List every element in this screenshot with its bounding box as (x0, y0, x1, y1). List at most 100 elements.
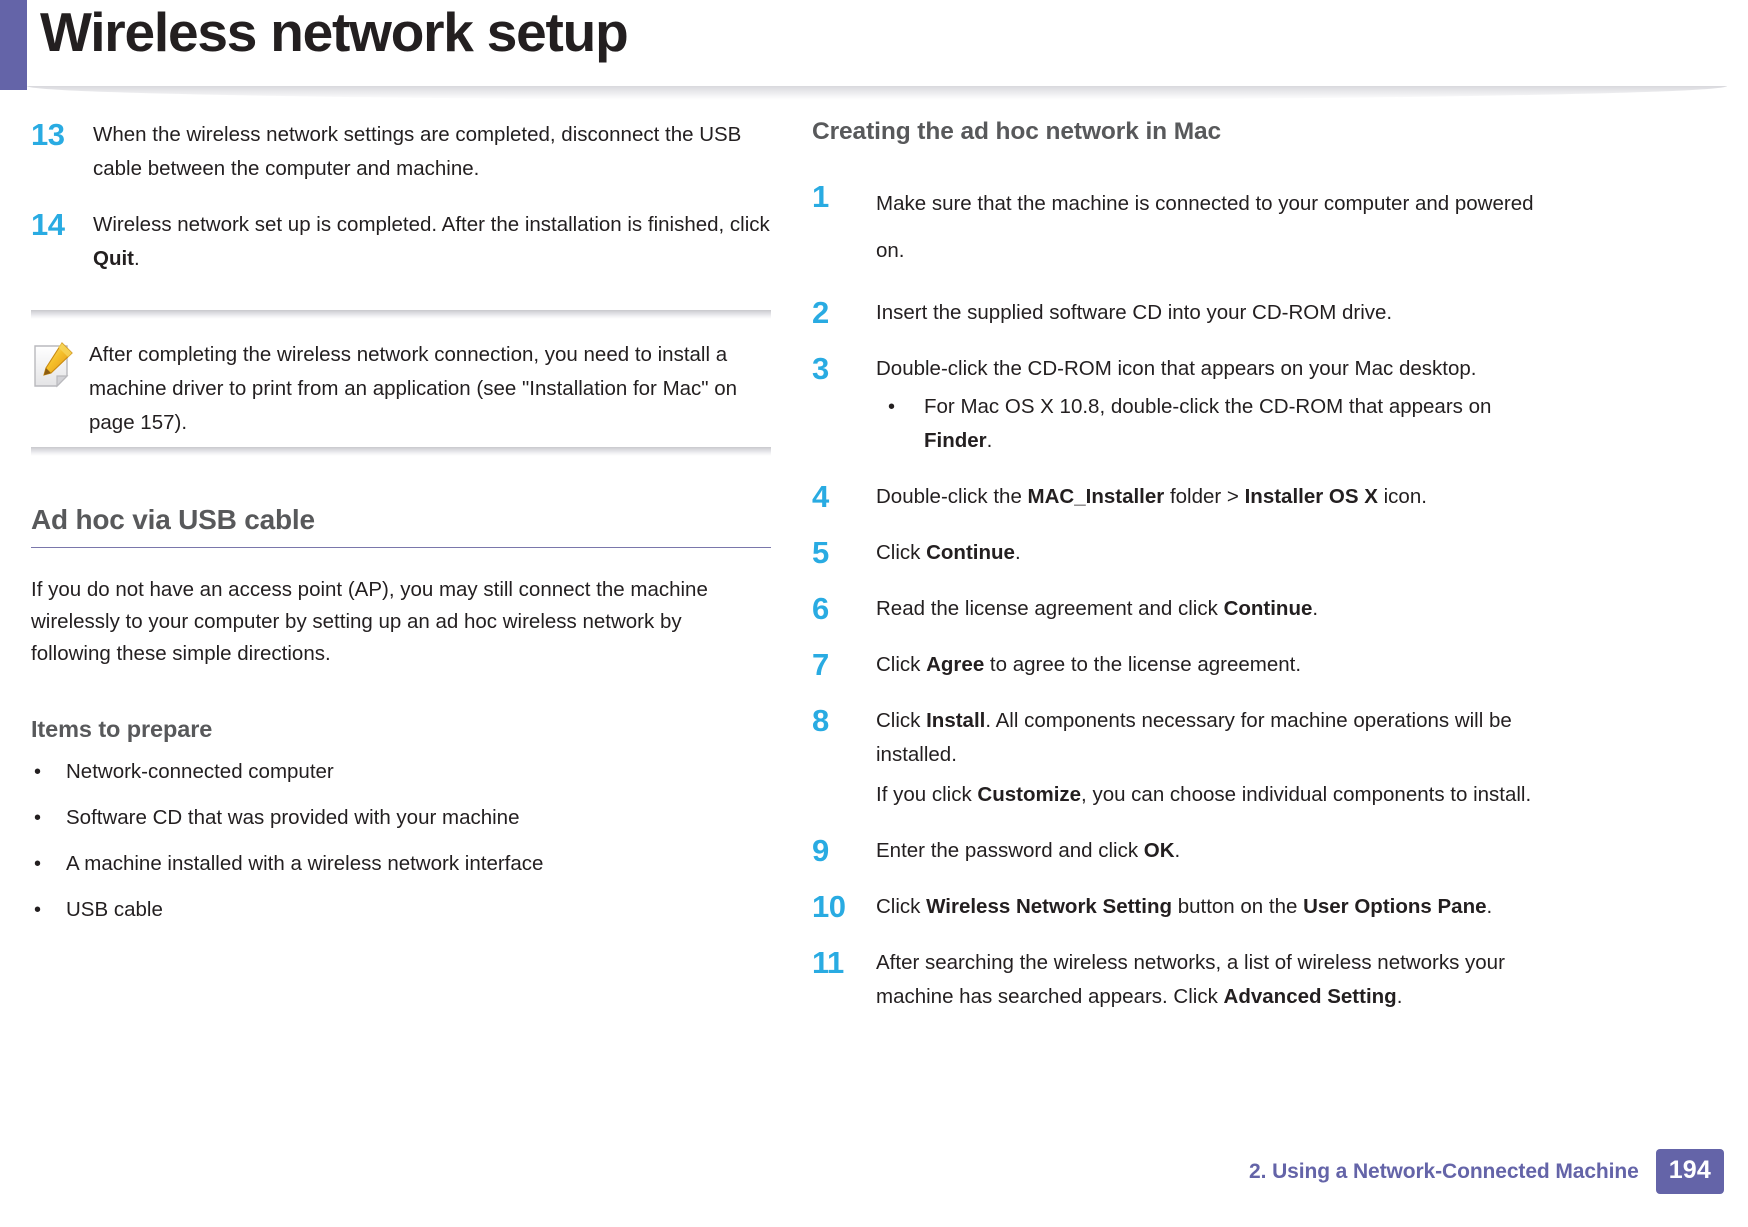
page-footer: 2. Using a Network-Connected Machine 194 (0, 1135, 1748, 1227)
step-text-bold1: MAC_Installer (1027, 485, 1165, 508)
step-4: 4 Double-click the MAC_Installer folder … (812, 480, 1552, 514)
step-8: 8 Click Install. All components necessar… (812, 704, 1552, 812)
step-text-pre: Click (876, 709, 927, 732)
step-text-pre: Enter the password and click (876, 839, 1144, 862)
list-item: • Software CD that was provided with you… (31, 803, 773, 833)
step-text: After searching the wireless networks, a… (876, 946, 1552, 1014)
note-text: After completing the wireless network co… (89, 343, 738, 434)
step-text: Click Agree to agree to the license agre… (876, 648, 1552, 682)
step-text-pre: Wireless network set up is completed. Af… (93, 213, 770, 236)
list-item: • Network-connected computer (31, 757, 773, 787)
step-text: Double-click the CD-ROM icon that appear… (876, 352, 1552, 458)
step-number: 1 (812, 179, 829, 214)
step-10: 10 Click Wireless Network Setting button… (812, 890, 1552, 924)
step-text-mid: folder > (1164, 485, 1245, 508)
step-text-bold1: OK (1143, 839, 1175, 862)
note-bottom-divider (31, 447, 771, 456)
step-number: 4 (812, 479, 829, 514)
step-text: Wireless network set up is completed. Af… (93, 208, 773, 276)
left-column: 13 When the wireless network settings ar… (31, 118, 773, 941)
step-text-bold1: Install (926, 709, 986, 732)
step-text-bold2: User Options Pane (1303, 895, 1487, 918)
sub-text-post: . (986, 429, 993, 452)
step-text-pre: Click (876, 653, 927, 676)
step-text-bold: Quit (93, 247, 134, 270)
step-9: 9 Enter the password and click OK. (812, 834, 1552, 868)
sub-list-item-label: For Mac OS X 10.8, double-click the CD-R… (924, 390, 1552, 458)
step-3: 3 Double-click the CD-ROM icon that appe… (812, 352, 1552, 458)
step-5: 5 Click Continue. (812, 536, 1552, 570)
page-title: Wireless network setup (40, 1, 629, 63)
items-to-prepare-list: • Network-connected computer • Software … (31, 757, 773, 925)
section-heading-creating-ad-hoc-mac: Creating the ad hoc network in Mac (812, 118, 1222, 145)
step-number: 13 (31, 117, 65, 152)
step-11: 11 After searching the wireless networks… (812, 946, 1552, 1014)
step-number: 7 (812, 647, 829, 682)
sub-text-bold: Customize (977, 783, 1082, 806)
step-text-pre: Click (876, 895, 927, 918)
step-number: 10 (812, 889, 846, 924)
step-text-post: . (1174, 839, 1181, 862)
step-number: 2 (812, 295, 829, 330)
step-6: 6 Read the license agreement and click C… (812, 592, 1552, 626)
step-text-bold1: Continue (926, 541, 1015, 564)
list-item: • USB cable (31, 895, 773, 925)
sub-text-bold: Finder (924, 429, 987, 452)
bullet-marker: • (34, 853, 42, 875)
note-pencil-icon (31, 338, 89, 395)
step-text: Click Install. All components necessary … (876, 704, 1552, 812)
step-text: Enter the password and click OK. (876, 834, 1552, 868)
step-number: 5 (812, 535, 829, 570)
section-heading-rule (31, 547, 771, 548)
step-text: Read the license agreement and click Con… (876, 592, 1552, 626)
step-number: 3 (812, 351, 829, 386)
list-item-label: USB cable (66, 898, 163, 921)
step-13: 13 When the wireless network settings ar… (31, 118, 773, 186)
step-number: 11 (812, 945, 844, 980)
step-text-pre: After searching the wireless networks, a… (876, 951, 1505, 1008)
step-text-bold1: Advanced Setting (1223, 985, 1397, 1008)
page-header: Wireless network setup (0, 0, 1748, 100)
step-text-post: to agree to the license agreement. (984, 653, 1302, 676)
step-number: 9 (812, 833, 829, 868)
step-text-post: . (1014, 541, 1021, 564)
step-text: Click Continue. (876, 536, 1552, 570)
header-accent-bar (0, 0, 27, 90)
step-number: 8 (812, 703, 829, 738)
subsection-heading-items-to-prepare: Items to prepare (31, 716, 213, 742)
header-divider (27, 86, 1727, 100)
sub-text-pre: If you click (876, 783, 978, 806)
note-box: After completing the wireless network co… (31, 310, 771, 456)
list-item-label: Network-connected computer (66, 760, 334, 783)
step-text: Double-click the MAC_Installer folder > … (876, 480, 1552, 514)
step-text-bold1: Continue (1223, 597, 1313, 620)
intro-paragraph: If you do not have an access point (AP),… (31, 578, 708, 665)
step-number: 6 (812, 591, 829, 626)
step-text-bold1: Agree (926, 653, 985, 676)
bullet-marker: • (34, 807, 42, 829)
list-item: • A machine installed with a wireless ne… (31, 849, 773, 879)
step-text: Click Wireless Network Setting button on… (876, 890, 1552, 924)
step-text-pre: Double-click the (876, 485, 1028, 508)
step-text: Insert the supplied software CD into you… (876, 301, 1393, 324)
note-top-divider (31, 310, 771, 319)
page-content: 13 When the wireless network settings ar… (0, 118, 1748, 1118)
sub-text-pre: For Mac OS X 10.8, double-click the CD-R… (924, 395, 1492, 418)
list-item-label: A machine installed with a wireless netw… (66, 852, 544, 875)
step-text-bold1: Wireless Network Setting (926, 895, 1172, 918)
step-text-pre: Read the license agreement and click (876, 597, 1224, 620)
step-text: When the wireless network settings are c… (93, 123, 742, 180)
bullet-marker: • (34, 899, 42, 921)
step-text-main: Double-click the CD-ROM icon that appear… (876, 357, 1477, 380)
footer-chapter-label: 2. Using a Network-Connected Machine (1249, 1159, 1639, 1183)
step-text-mid: button on the (1172, 895, 1304, 918)
step-7: 7 Click Agree to agree to the license ag… (812, 648, 1552, 682)
section-heading-ad-hoc-via-usb: Ad hoc via USB cable (31, 504, 315, 535)
step-text-post: icon. (1377, 485, 1427, 508)
step-14: 14 Wireless network set up is completed.… (31, 208, 773, 276)
step-text-post: . All components necessary for machine o… (876, 709, 1512, 766)
step-text-post: . (1486, 895, 1493, 918)
step-text-pre: Click (876, 541, 927, 564)
step-text-bold2: Installer OS X (1244, 485, 1378, 508)
page-number-badge: 194 (1655, 1149, 1724, 1194)
